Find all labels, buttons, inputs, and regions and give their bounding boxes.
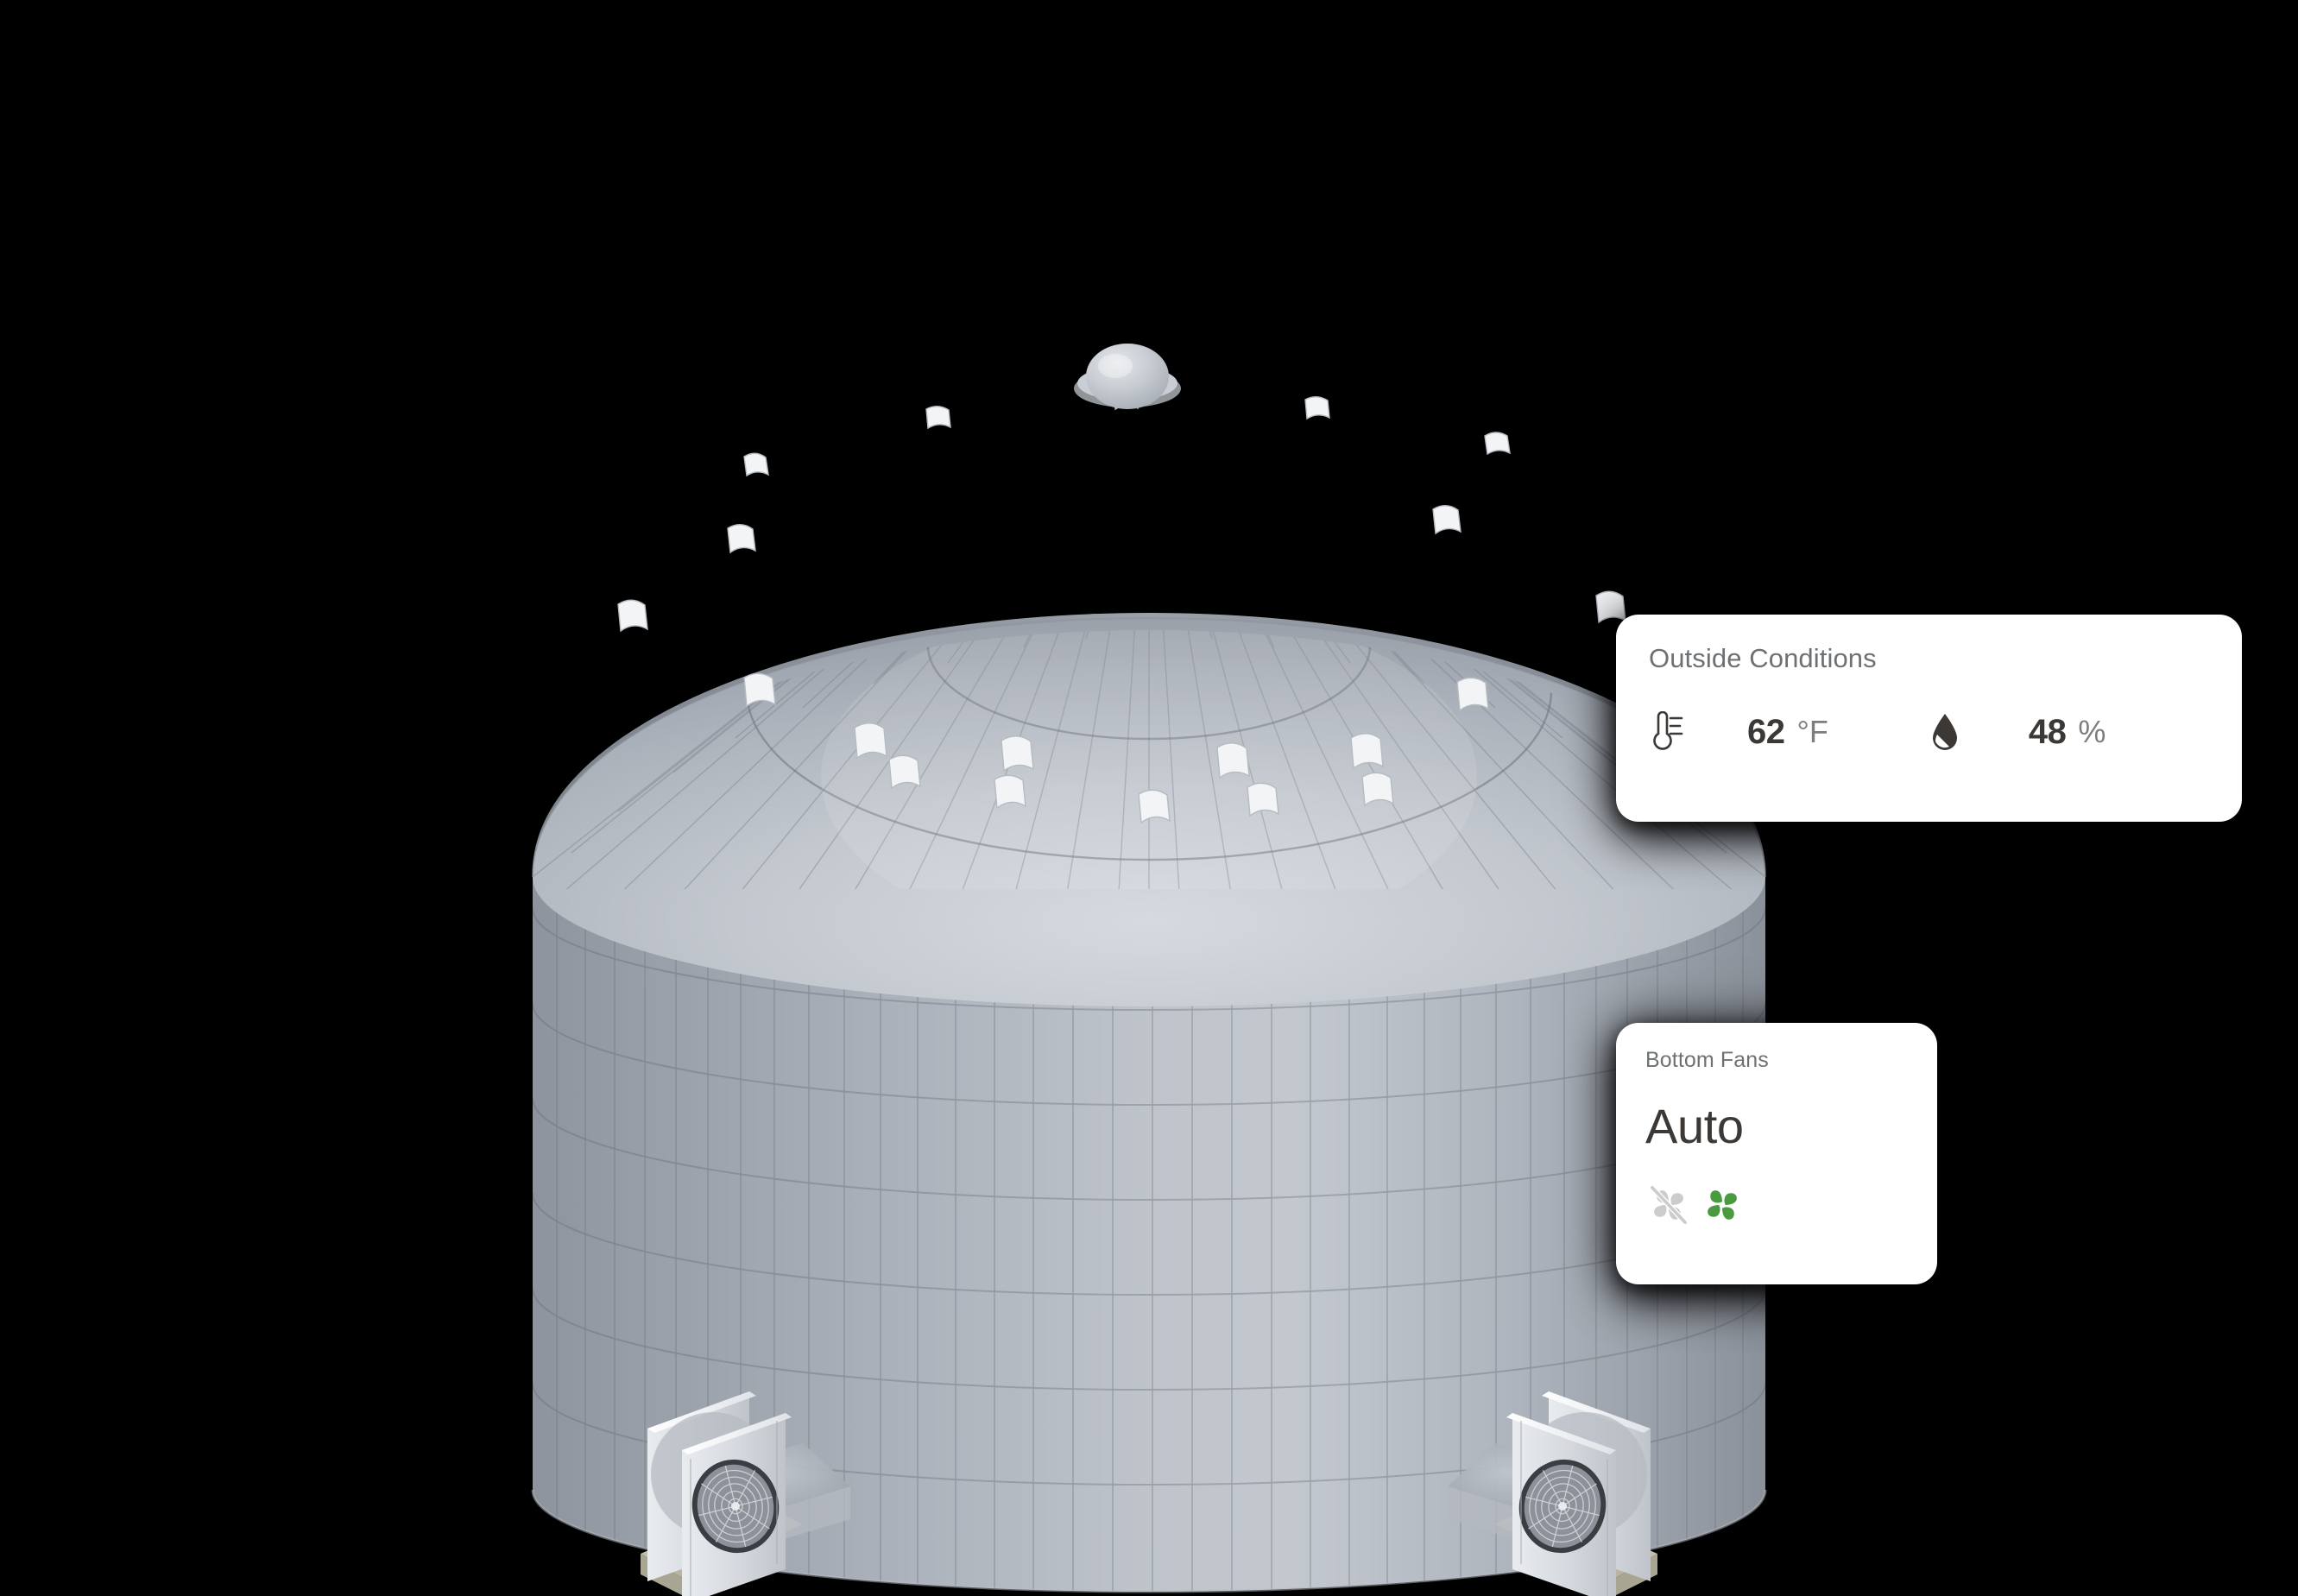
humidity-metric: 48 % [1930, 710, 2106, 754]
silo-roof [532, 616, 1766, 1006]
bottom-fan-right[interactable] [1448, 1391, 1657, 1596]
water-drop-icon [1930, 710, 1970, 754]
outside-conditions-title: Outside Conditions [1649, 643, 1877, 673]
thermometer-icon [1649, 710, 1689, 754]
outside-metrics-row: 62 °F 48 % [1649, 710, 2209, 754]
bottom-fans-indicators [1645, 1182, 1908, 1228]
roof-vent-ring [617, 387, 1626, 824]
fan-off-icon[interactable] [1645, 1182, 1692, 1228]
temperature-metric: 62 °F [1649, 710, 1828, 754]
fan-on-icon[interactable] [1699, 1182, 1746, 1228]
temperature-unit: °F [1796, 714, 1828, 750]
humidity-value: 48 [2028, 712, 2067, 751]
bottom-fan-left[interactable] [641, 1391, 850, 1596]
outside-conditions-card[interactable]: Outside Conditions 62 °F [1616, 615, 2242, 822]
bottom-fans-card[interactable]: Bottom Fans Auto [1616, 1023, 1937, 1284]
humidity-unit: % [2078, 714, 2106, 750]
temperature-value: 62 [1747, 712, 1785, 751]
bottom-fans-title: Bottom Fans [1645, 1048, 1769, 1072]
roof-vent [617, 387, 1626, 824]
bottom-fans-mode: Auto [1645, 1098, 1744, 1153]
roof-peak-cap [1074, 344, 1181, 409]
